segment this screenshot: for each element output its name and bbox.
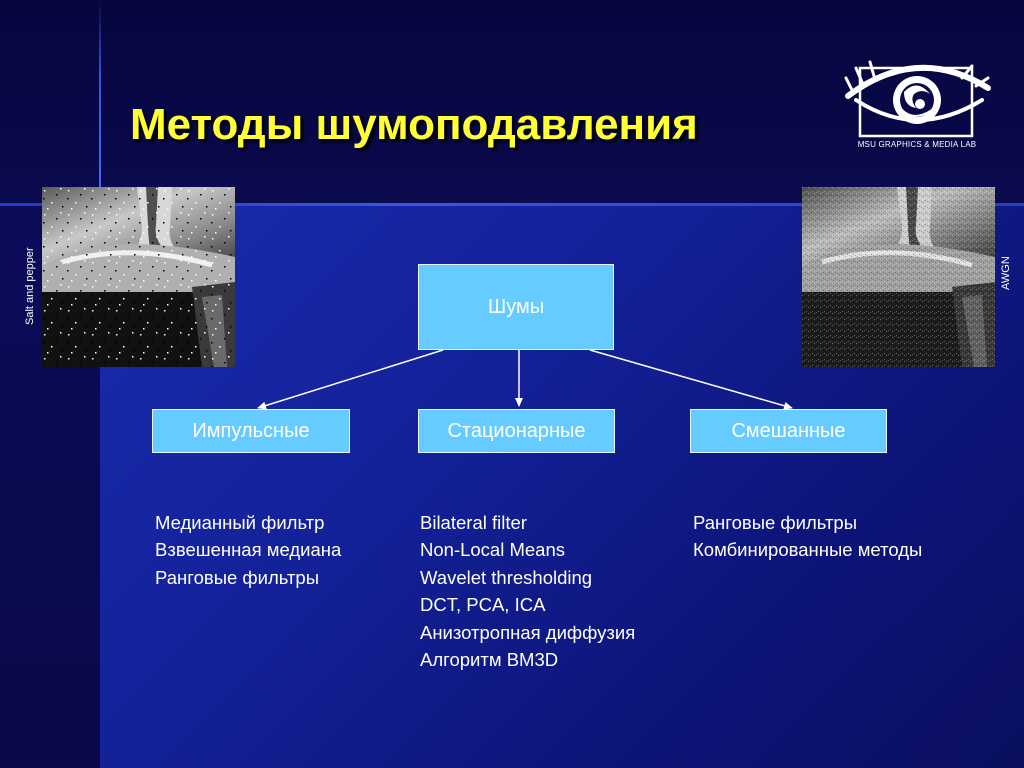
mixed-methods-list: Ранговые фильтры Комбинированные методы: [693, 509, 922, 564]
list-item: Медианный фильтр: [155, 512, 325, 533]
list-item: Ранговые фильтры: [693, 512, 858, 533]
list-item: Алгоритм BM3D: [420, 649, 559, 671]
noise-root-node: Шумы: [418, 264, 614, 350]
stationary-noise-node: Стационарные: [418, 409, 615, 453]
slide-title: Методы шумоподавления: [130, 100, 698, 149]
horizontal-accent-line: [0, 203, 1024, 206]
list-item: Анизотропная диффузия: [420, 621, 636, 643]
list-item: Bilateral filter: [420, 512, 527, 533]
eye-logo-icon: [844, 60, 991, 138]
header-background: [0, 0, 1024, 205]
impulse-methods-list: Медианный фильтр Взвешенная медиана Ранг…: [155, 509, 341, 591]
list-item: Комбинированные методы: [693, 539, 923, 561]
stationary-noise-label: Стационарные: [447, 419, 586, 442]
logo-caption: MSU GRAPHICS & MEDIA LAB: [857, 140, 977, 149]
awgn-label: AWGN: [1000, 256, 1012, 290]
mixed-noise-label: Смешанные: [731, 419, 846, 442]
stationary-methods-list: Bilateral filter Non-Local Means Wavelet…: [420, 509, 635, 673]
impulse-noise-node: Импульсные: [152, 409, 350, 453]
list-item: DCT, PCA, ICA: [420, 594, 546, 616]
noise-root-label: Шумы: [487, 295, 545, 318]
list-item: Взвешенная медиана: [155, 539, 342, 561]
list-item: Ранговые фильтры: [155, 566, 320, 588]
awgn-noise-image: [802, 187, 995, 367]
salt-pepper-noise-image: [42, 187, 235, 367]
vertical-accent-line: [99, 0, 101, 190]
impulse-noise-label: Импульсные: [192, 419, 310, 442]
list-item: Wavelet thresholding: [420, 566, 593, 588]
list-item: Non-Local Means: [420, 539, 565, 561]
mixed-noise-node: Смешанные: [690, 409, 887, 453]
salt-pepper-label: Salt and pepper: [24, 247, 36, 325]
